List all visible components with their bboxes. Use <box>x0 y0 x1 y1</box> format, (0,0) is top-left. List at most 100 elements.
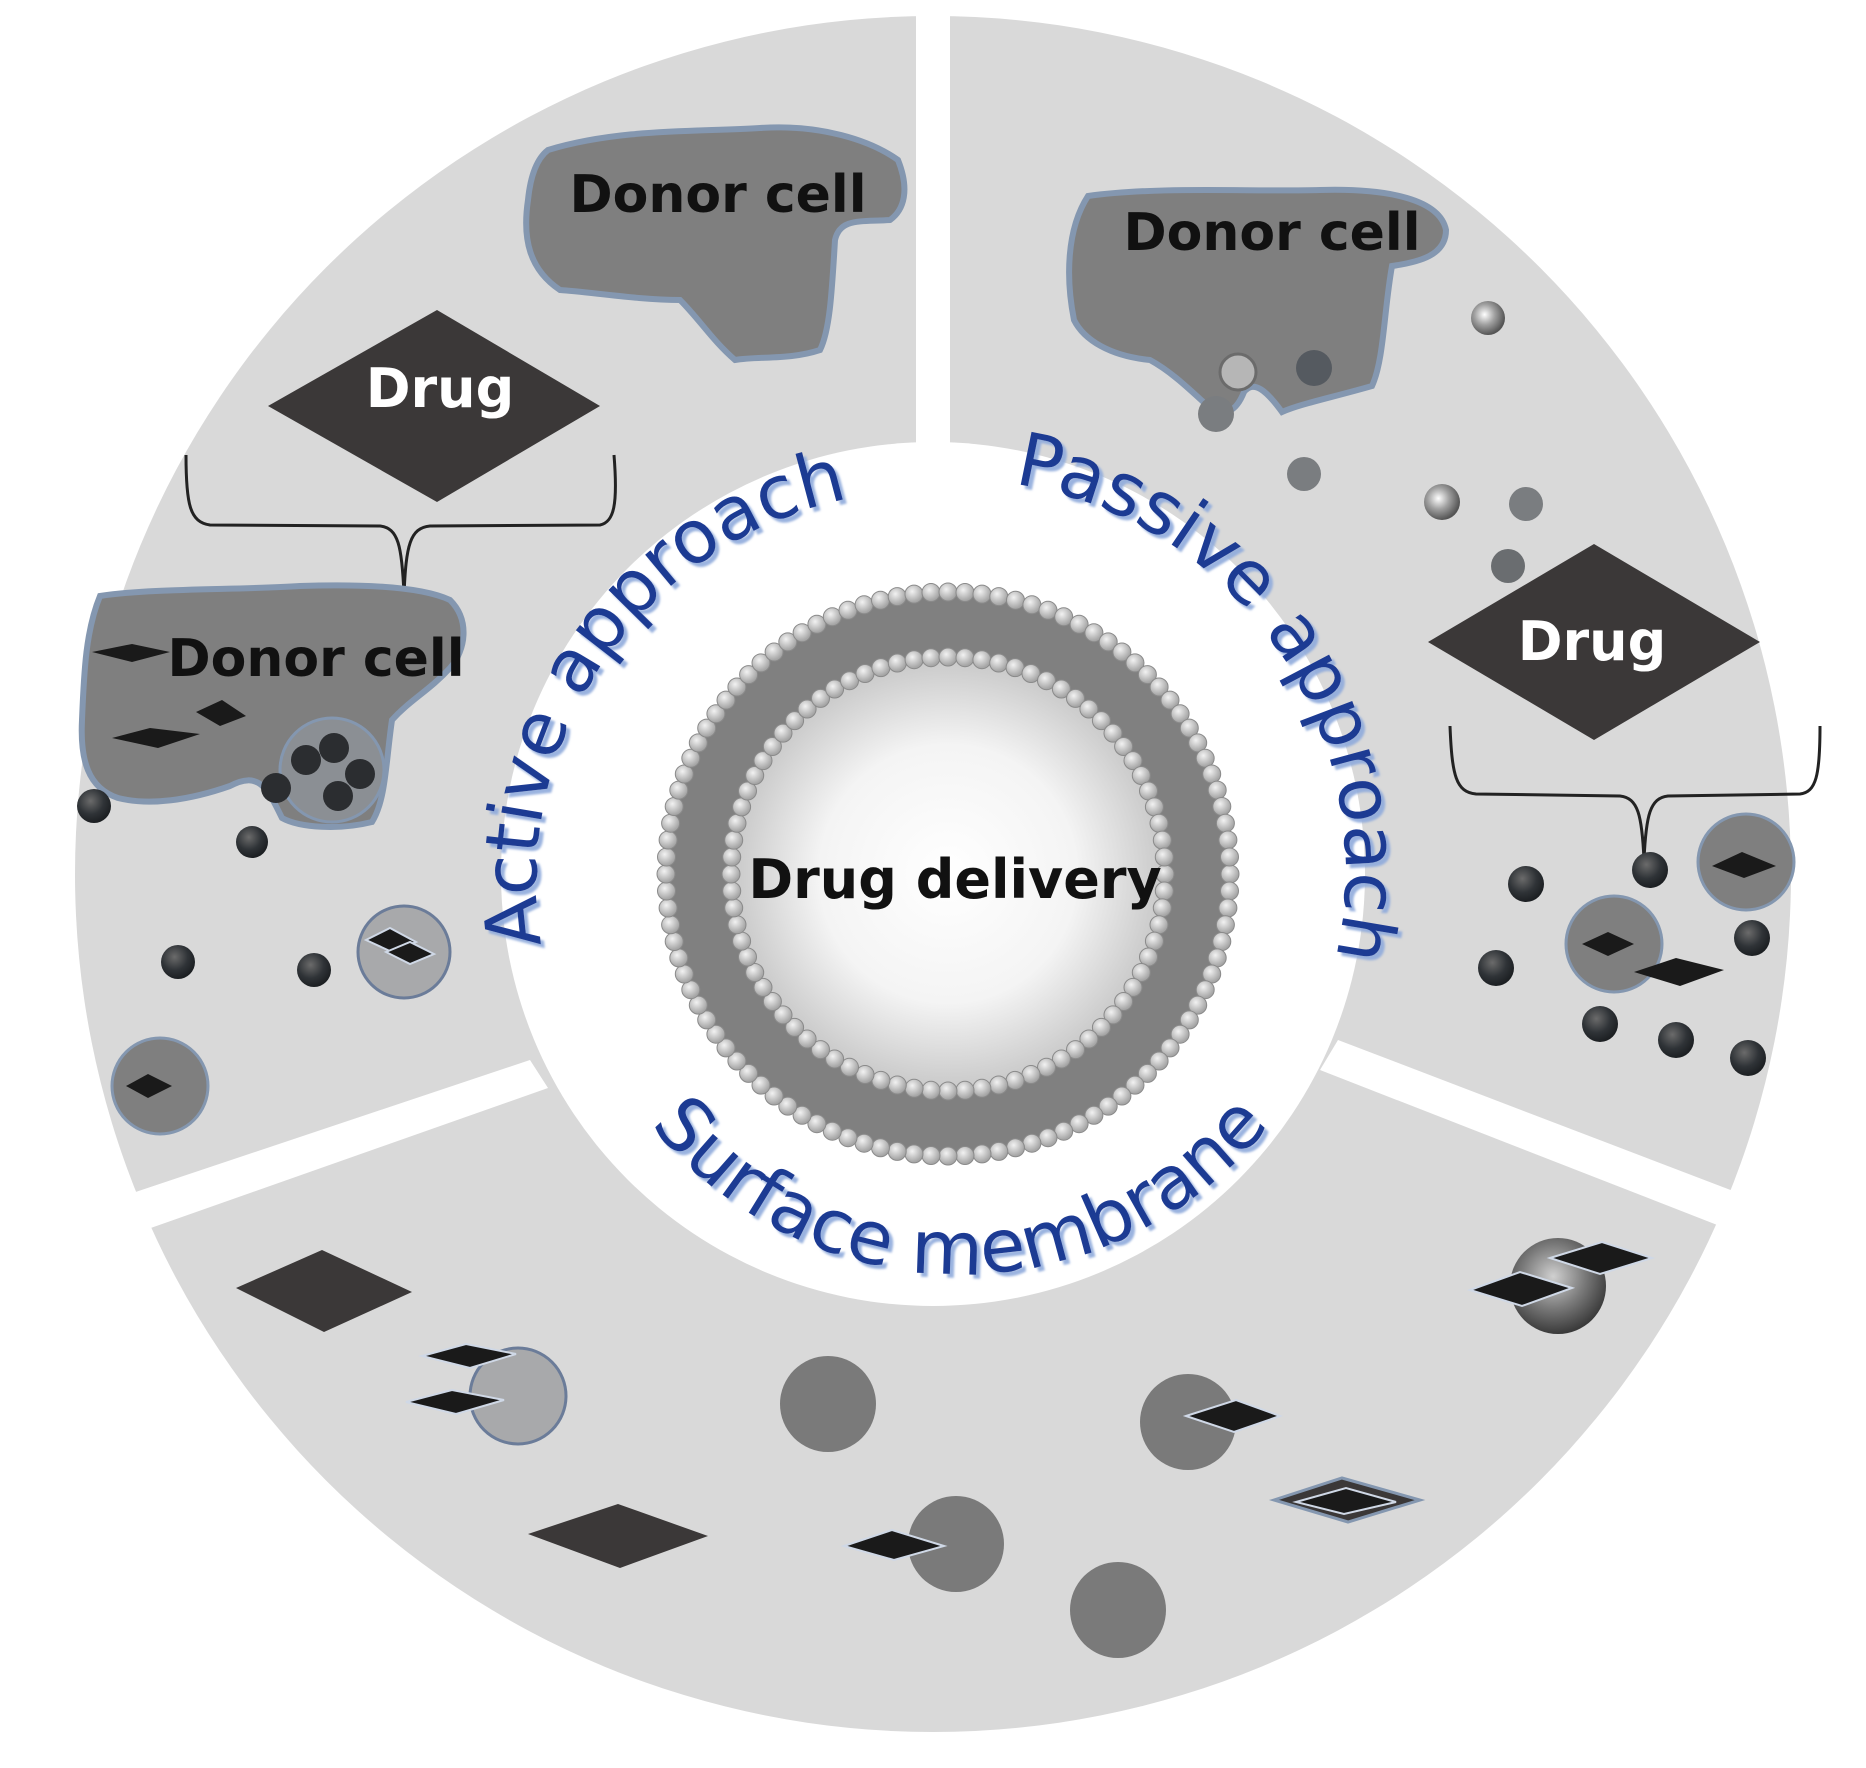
lipid-head <box>1144 931 1164 951</box>
donor-cell-right-label: Donor cell <box>1123 203 1420 263</box>
lipid-head <box>854 595 874 615</box>
particle <box>1478 950 1514 986</box>
lipid-head <box>661 813 681 833</box>
lipid-head <box>1139 947 1158 967</box>
lipid-head <box>722 881 742 901</box>
lipid-head <box>989 1075 1009 1095</box>
lipid-head <box>871 1070 891 1090</box>
lipid-head <box>1022 1133 1042 1153</box>
separator-right <box>1320 1040 1830 1262</box>
drug-diamond-small <box>405 1388 505 1416</box>
membrane-outer-beads <box>656 582 1240 1166</box>
drug-diamond-small <box>196 700 246 726</box>
lipid-head <box>658 898 678 918</box>
lipid-head <box>721 864 741 884</box>
lipid-head <box>989 587 1009 607</box>
passive-approach-panel: Donor cell Drug <box>1066 186 1822 1076</box>
lipid-head <box>955 648 975 668</box>
lipid-head <box>811 688 830 708</box>
lipid-head <box>1037 1057 1056 1077</box>
lipid-head <box>904 650 924 670</box>
lipid-head <box>661 915 681 935</box>
lipid-head <box>807 1114 827 1134</box>
lipid-head <box>811 1040 830 1060</box>
lipid-head <box>753 977 773 997</box>
particle <box>1424 484 1460 520</box>
lipid-head <box>1170 1024 1190 1044</box>
lipid-head <box>1215 813 1235 833</box>
lipid-head <box>727 915 747 935</box>
lipid-head <box>688 995 708 1015</box>
surface-membrane-panel <box>236 1238 1656 1658</box>
particle <box>261 773 291 803</box>
lipid-head <box>1006 1138 1025 1158</box>
center-membrane: Drug delivery <box>656 582 1240 1166</box>
lipid-head <box>669 948 689 968</box>
drug-diamond-small <box>1634 958 1724 986</box>
lipid-head <box>1069 614 1089 634</box>
particle <box>291 745 321 775</box>
lipid-head <box>762 992 782 1011</box>
lipid-head <box>674 964 694 984</box>
lipid-head <box>955 1146 975 1165</box>
lipid-head <box>989 1141 1009 1161</box>
particle <box>345 759 375 789</box>
lipid-head <box>825 1049 845 1069</box>
lipid-head <box>716 690 736 710</box>
lipid-head <box>727 677 747 697</box>
lipid-head <box>1079 1029 1099 1049</box>
particle <box>1582 1006 1618 1042</box>
lipid-head <box>904 1144 924 1164</box>
lipid-head <box>855 664 875 683</box>
particle <box>161 945 195 979</box>
lipid-head <box>921 1146 941 1165</box>
lipid-head <box>751 1075 771 1095</box>
lipid-head <box>887 1141 907 1161</box>
lipid-head <box>989 653 1009 673</box>
particle <box>1632 852 1668 888</box>
lipid-head <box>792 623 812 643</box>
lipid-head <box>792 1105 812 1125</box>
lipid-head <box>797 699 817 719</box>
lipid-head <box>1051 679 1071 699</box>
lipid-head <box>1149 915 1169 935</box>
lipid-head <box>1005 1070 1025 1090</box>
lipid-head <box>972 1144 992 1164</box>
lipid-head <box>1149 1051 1169 1071</box>
lipid-head <box>838 600 858 620</box>
lipid-head <box>887 1075 907 1095</box>
particle <box>1730 1040 1766 1076</box>
lipid-head <box>1170 704 1190 724</box>
particle <box>297 953 331 987</box>
lipid-head <box>1188 995 1208 1015</box>
lipid-head <box>1207 948 1227 968</box>
lipid-head <box>1179 718 1199 738</box>
lipid-head <box>855 1065 875 1084</box>
lipid-head <box>722 847 742 867</box>
lipid-head <box>1137 665 1157 685</box>
lipid-head <box>1154 847 1174 867</box>
drug-diamond-small <box>1712 852 1776 878</box>
lipid-head <box>656 864 676 884</box>
particle <box>1198 396 1234 432</box>
lipid-head <box>1202 764 1222 784</box>
lipid-head <box>738 781 757 801</box>
lipid-head <box>1179 1010 1199 1030</box>
particle <box>1471 301 1505 335</box>
lipid-head <box>1098 1096 1118 1116</box>
particle <box>323 781 353 811</box>
lipid-head <box>751 653 771 673</box>
lipid-head <box>887 653 907 673</box>
lipid-head <box>921 1080 941 1100</box>
lipid-head <box>785 1017 805 1037</box>
particle <box>1509 487 1543 521</box>
drug-diamond-small <box>126 1074 172 1098</box>
lipid-head <box>1098 632 1118 652</box>
lipid-head <box>1114 992 1134 1011</box>
vesicle-with-drug <box>1140 1374 1236 1470</box>
lipid-head <box>739 665 759 685</box>
lipid-head <box>1051 1049 1071 1069</box>
drug-diamond-small <box>383 940 437 966</box>
lipid-head <box>1084 623 1104 643</box>
donor-cell-top-label: Donor cell <box>569 165 866 225</box>
